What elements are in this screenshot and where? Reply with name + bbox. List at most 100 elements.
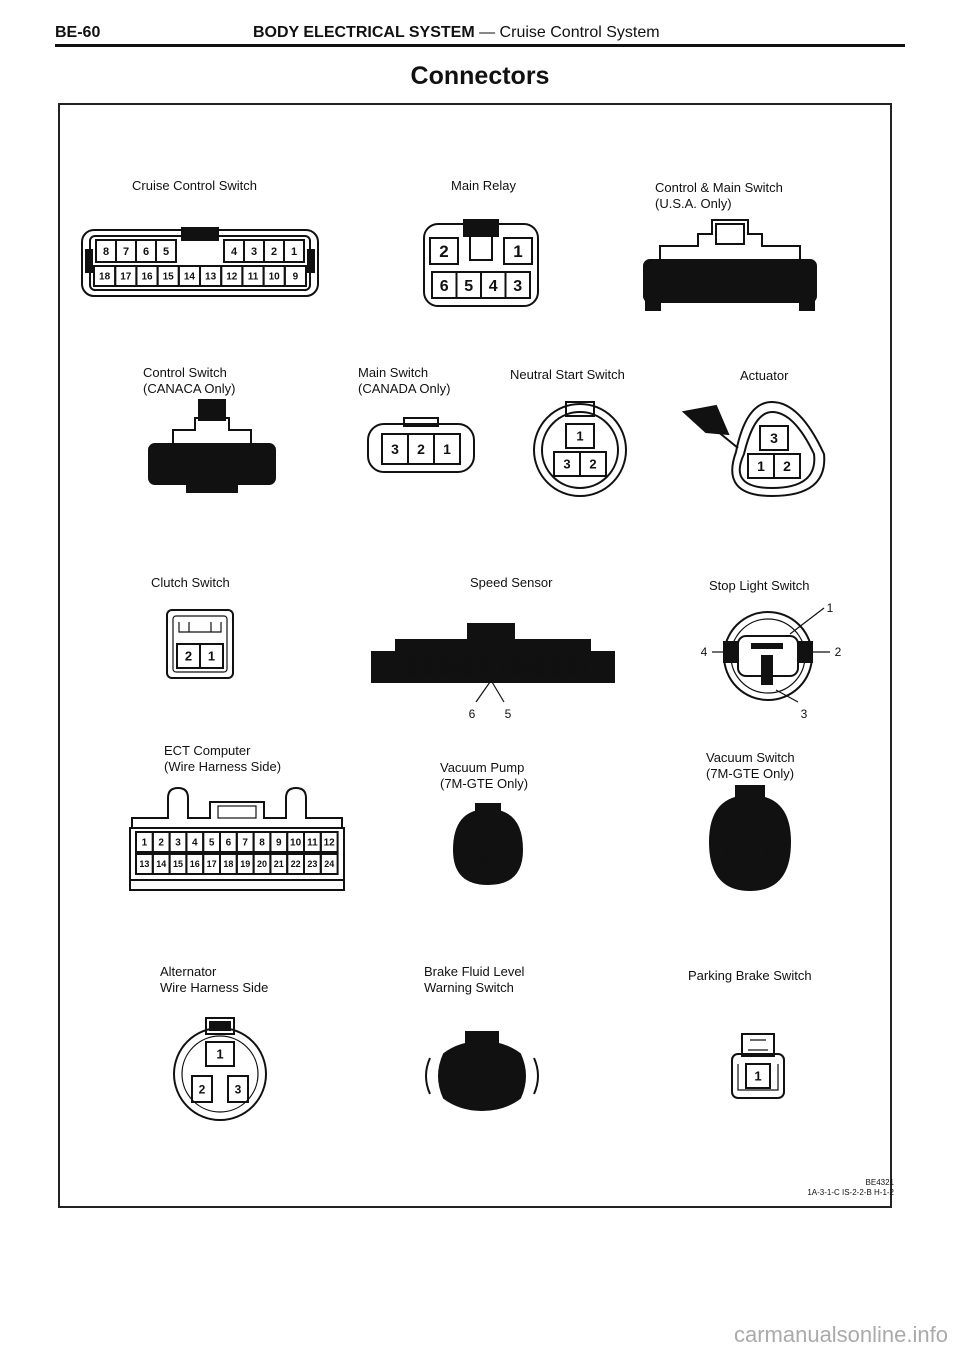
main-relay-label: Main Relay [451,178,517,193]
pin-number: 1 [490,1066,500,1086]
pin-number: 9 [276,838,282,849]
pin-number: 3 [719,274,726,289]
pin-number: 22 [291,859,301,869]
pin-number: 6 [440,278,449,295]
ect-computer-label: ECT Computer (Wire Harness Side) [164,743,281,775]
pin-number: 2 [783,458,791,474]
terminal-slot [444,657,450,677]
section-name: BODY ELECTRICAL SYSTEM [253,24,475,41]
terminal-slot [501,657,508,677]
vacuum-pump-connector: 2 1 [452,803,524,886]
page-title: Connectors [410,62,550,90]
pin-number: 9 [293,272,299,283]
pin-number: 11 [248,272,259,283]
control-main-switch-label-line1: Control & Main Switch [655,180,783,195]
pin-number: 5 [163,246,169,258]
terminal-slot [537,657,544,677]
pin-number: 12 [226,272,238,283]
pin-number: 21 [274,859,284,869]
pin-number: 2 [158,838,164,849]
control-switch-label-line1: Control Switch [143,365,227,380]
pin-cell [481,1059,509,1093]
pin-number: 2 [589,457,596,472]
terminal-slot [437,657,443,677]
pin-number: 2 [185,649,192,664]
terminal-slot [415,657,422,677]
pin-cell [565,423,595,449]
alternator-label-line2: Wire Harness Side [160,980,269,995]
pin-number: 15 [163,272,175,283]
pin-number: 13 [205,272,217,283]
vacuum-switch-label: Vacuum Switch (7M-GTE Only) [706,750,795,782]
pin-number: 14 [184,272,196,283]
pin-number: 13 [139,859,149,869]
pin-cell [205,1041,235,1067]
terminal-slot [401,657,407,677]
pin-number: 1 [208,649,215,664]
pin-number: 6 [226,838,232,849]
brake-fluid-switch-label-line2: Warning Switch [424,980,514,995]
vacuum-switch-label-line1: Vacuum Switch [706,750,795,765]
ect-computer-label-line2: (Wire Harness Side) [164,759,282,774]
terminal-slot [552,657,558,677]
pin-number: 3 [220,454,231,476]
pin-number: 16 [190,859,200,869]
actuator-label: Actuator [740,368,789,383]
figure-reference-code: BE4321 1A-3-1-C IS-2-2-B H-1-2 [807,1178,894,1198]
pin-number: 2 [698,274,705,289]
pin-number: 1 [513,242,522,261]
terminal-slot [473,657,479,677]
terminal-slot [530,657,537,677]
pin-number: 1 [576,429,583,444]
pin-callout: 1 [827,601,834,615]
speed-sensor-connector: 6 5 [371,623,615,721]
stop-light-switch-label: Stop Light Switch [709,578,810,593]
ect-computer-label-line1: ECT Computer [164,743,251,758]
pin-cell [283,265,308,287]
pin-number: 1 [142,838,148,849]
pin-callout: 2 [835,645,842,659]
pin-number: 1 [754,1069,761,1084]
pin-number: 3 [563,457,570,472]
pin-number: 4 [740,274,748,289]
pin-number: 7 [242,838,248,849]
pin-number: 7 [123,246,129,258]
alternator-label-line1: Alternator [160,964,217,979]
pin-cell [319,831,339,853]
terminal-slot [451,657,458,677]
pin-cell [774,267,797,295]
pin-callout: 1 [744,840,756,865]
terminal-slot [509,657,515,677]
pin-number: 23 [307,859,317,869]
pin-number: 4 [231,246,238,258]
pin-number: 19 [240,859,250,869]
pin-number: 5 [209,838,215,849]
pin-cell [433,433,461,465]
pin-number: 2 [439,242,448,261]
pin-callout: 6 [469,707,476,721]
pin-number: 1 [757,458,765,474]
terminal-slot [480,657,486,677]
speed-sensor-label: Speed Sensor [470,575,553,590]
control-main-switch-label: Control & Main Switch (U.S.A. Only) [655,180,783,212]
vacuum-pump-label-line2: (7M-GTE Only) [440,776,529,791]
pin-number: 1 [443,441,451,457]
terminal-slot [523,657,529,677]
pin-number: 18 [223,859,233,869]
vacuum-pump-label-line1: Vacuum Pump [440,760,525,775]
terminal-slot [408,657,414,677]
figure-reference-line1: BE4321 [865,1178,894,1187]
pin-callout: 2 [473,844,483,864]
neutral-start-switch-label: Neutral Start Switch [510,367,625,382]
control-switch-label: Control Switch (CANACA Only) [143,365,235,397]
main-switch-label-line1: Main Switch [358,365,429,380]
terminal-slot [559,657,565,677]
pin-number: 18 [99,272,111,283]
terminal-slot [566,657,573,677]
terminal-slot [545,657,551,677]
